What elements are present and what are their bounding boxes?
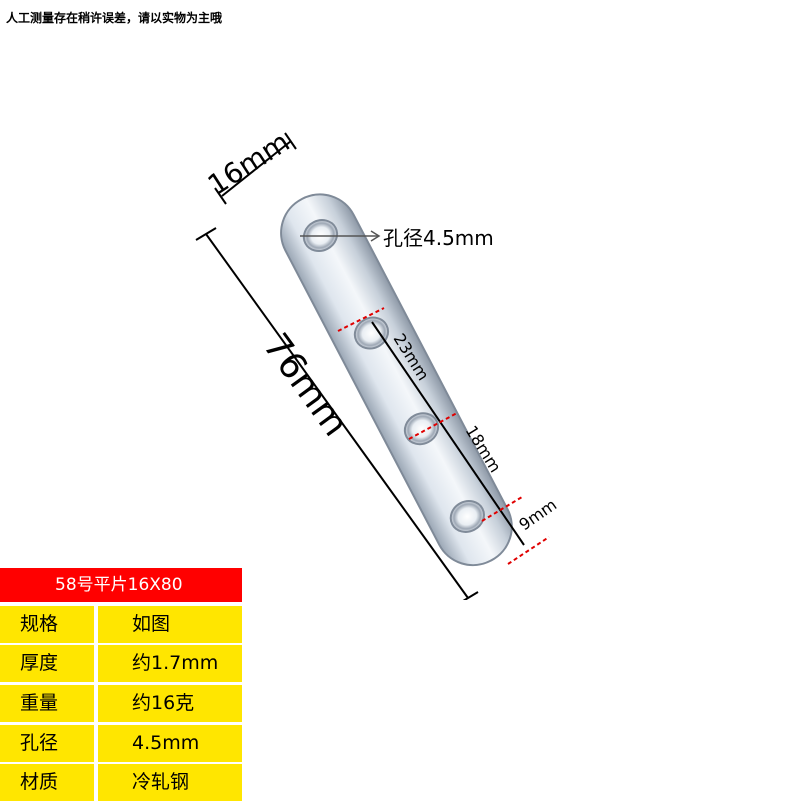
disclaimer-text: 人工测量存在稍许误差，请以实物为主哦 [6, 11, 223, 25]
spec-row-hole-diameter: 孔径 4.5mm [0, 725, 242, 762]
width-dimension [214, 132, 297, 205]
spec-row-size: 规格 如图 [0, 606, 242, 643]
hole-spacing-line [371, 321, 525, 546]
length-dimension [195, 227, 479, 600]
spec-row-thickness: 厚度 约1.7mm [0, 645, 242, 682]
spec-label: 重量 [0, 685, 94, 722]
spec-value: 4.5mm [98, 725, 242, 762]
bracket-diagram: 16mm 76mm 孔径4.5mm 23mm 18mm 9mm [195, 125, 560, 600]
metal-plate [280, 193, 513, 567]
width-label: 16mm [202, 125, 296, 202]
spec-value: 约16克 [98, 685, 242, 722]
spec-label: 规格 [0, 606, 94, 643]
spec-table: 58号平片16X80 规格 如图 厚度 约1.7mm 重量 约16克 孔径 4.… [0, 568, 242, 801]
spec-value: 如图 [98, 606, 242, 643]
spec-value: 冷轧钢 [98, 764, 242, 801]
spec-value: 约1.7mm [98, 645, 242, 682]
red-reference-marks [337, 307, 550, 565]
spec-row-material: 材质 冷轧钢 [0, 764, 242, 801]
hole-diameter-label: 孔径4.5mm [383, 226, 494, 250]
spec-row-weight: 重量 约16克 [0, 685, 242, 722]
hole-4 [449, 500, 485, 533]
spec-title: 58号平片16X80 [0, 568, 242, 602]
spec-label: 材质 [0, 764, 94, 801]
hole-3 [403, 412, 440, 446]
spec-label: 孔径 [0, 725, 94, 762]
end-offset-label: 9mm [515, 495, 560, 534]
spec-label: 厚度 [0, 645, 94, 682]
hole-2 [353, 316, 390, 350]
